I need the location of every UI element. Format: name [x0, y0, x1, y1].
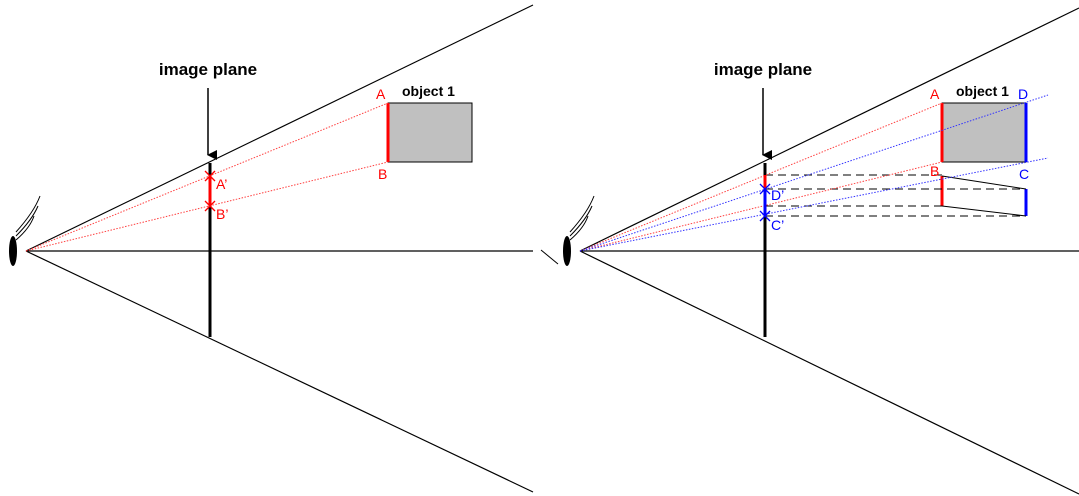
- trapezoid-top: [941, 175, 1027, 190]
- frustum-upper-edge: [25, 4, 534, 252]
- point-a-prime-label: A’: [216, 176, 227, 192]
- frustum-upper-edge: [579, 7, 1079, 252]
- ray-a: [579, 102, 943, 252]
- ray-d: [579, 94, 1049, 252]
- cross-mark-b-prime: [204, 200, 216, 212]
- point-b-label: B: [930, 163, 939, 179]
- right-panel: image plane object 1 A B: [540, 7, 1079, 495]
- cross-mark-d-prime: [759, 183, 771, 195]
- cross-mark-c-prime: [759, 210, 771, 222]
- left-panel: image plane object 1 A B A’ B’: [9, 4, 534, 493]
- ray-b: [579, 161, 943, 252]
- image-plane-label: image plane: [714, 60, 812, 79]
- point-a-label: A: [376, 86, 386, 102]
- cross-mark-a-prime: [204, 170, 216, 182]
- image-plane-label: image plane: [159, 60, 257, 79]
- eye-icon: [563, 195, 595, 266]
- point-c-prime-label: C’: [771, 217, 784, 233]
- point-a-label: A: [930, 86, 940, 102]
- object-label: object 1: [402, 83, 455, 99]
- eye-icon: [9, 195, 41, 266]
- trapezoid-bottom: [941, 205, 1027, 217]
- ray-c: [579, 157, 1049, 252]
- ray-a: [25, 102, 389, 252]
- point-b-prime-label: B’: [216, 206, 228, 222]
- point-d-prime-label: D’: [771, 187, 784, 203]
- frustum-lower-edge: [25, 250, 534, 493]
- object-label: object 1: [956, 83, 1009, 99]
- frustum-lower-edge: [579, 250, 1079, 495]
- point-d-label: D: [1018, 86, 1028, 102]
- point-b-label: B: [378, 166, 387, 182]
- point-c-label: C: [1019, 166, 1029, 182]
- object-box: [941, 102, 1027, 163]
- object-box: [387, 102, 473, 163]
- frustum-lower-stub: [540, 249, 559, 265]
- ray-b: [25, 161, 389, 252]
